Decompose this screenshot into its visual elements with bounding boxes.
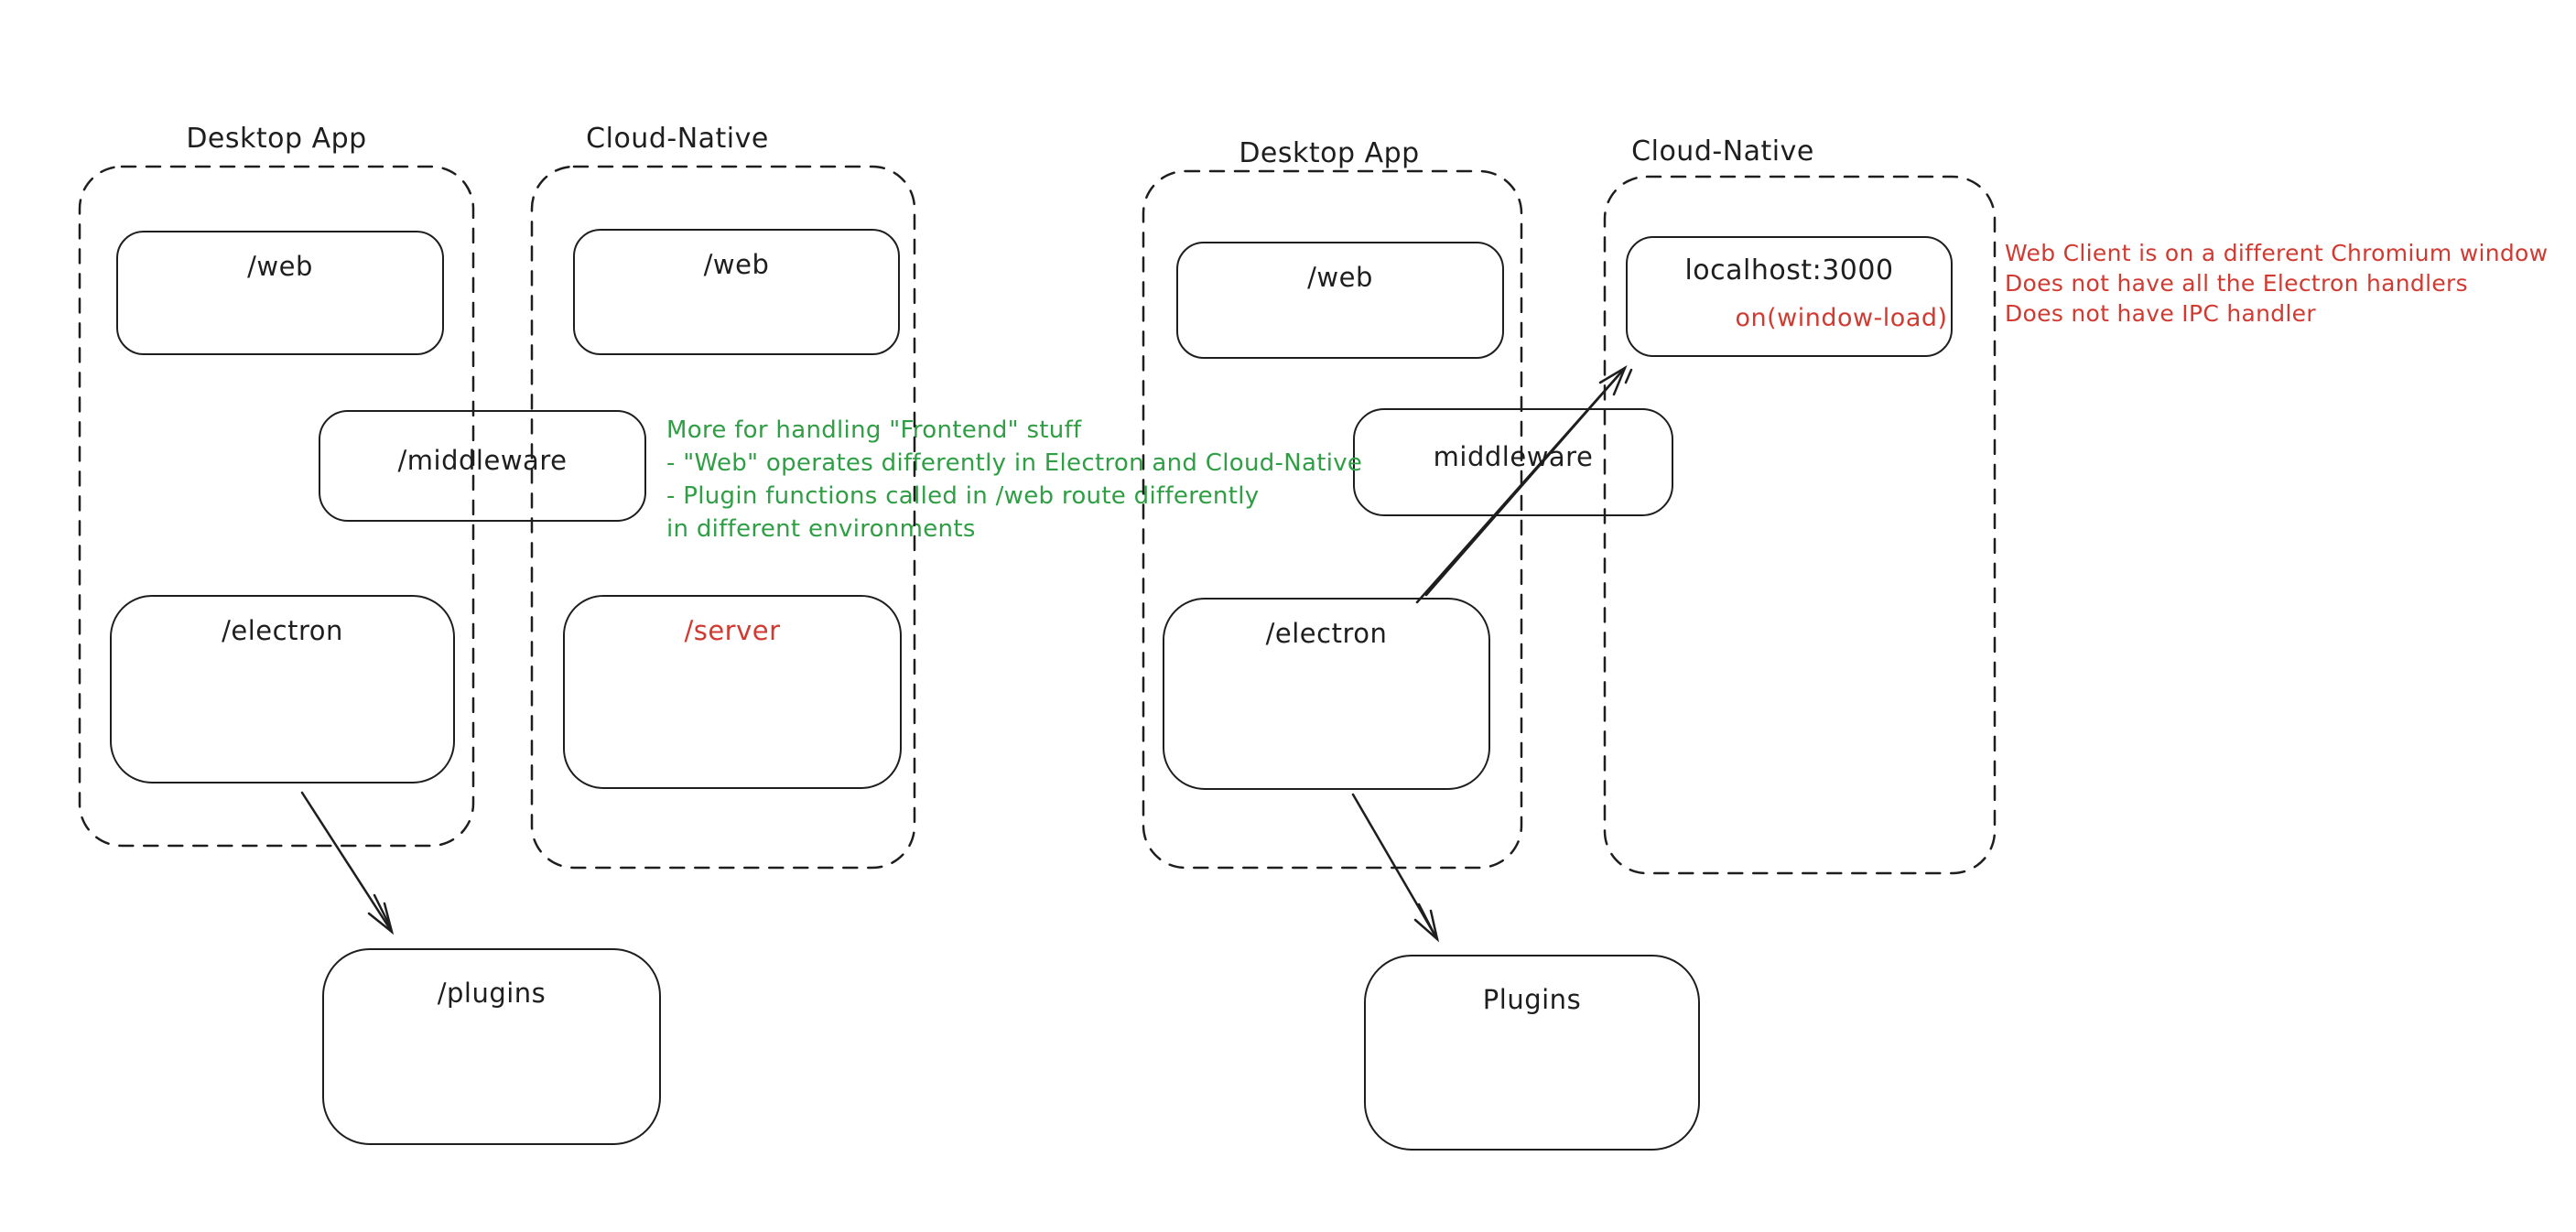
right-electron-box[interactable]: /electron	[1163, 598, 1490, 790]
red-annotation-line: Does not have all the Electron handlers	[2005, 270, 2468, 297]
left-middleware-box[interactable]: /middleware	[319, 410, 646, 522]
green-annotation-line: in different environments	[666, 515, 976, 543]
left-cloud-native-label[interactable]: Cloud-Native	[586, 123, 769, 155]
right-plugins-box[interactable]: Plugins	[1364, 955, 1700, 1151]
left-desktop-web-box[interactable]: /web	[116, 231, 444, 355]
left-electron-label: /electron	[222, 615, 343, 646]
left-desktop-app-label[interactable]: Desktop App	[186, 123, 367, 155]
right-electron-label: /electron	[1265, 618, 1388, 649]
red-annotation-line: Web Client is on a different Chromium wi…	[2005, 240, 2549, 266]
right-localhost-label: localhost:3000	[1684, 254, 1894, 286]
green-annotation[interactable]: More for handling "Frontend" stuff - "We…	[666, 414, 1362, 546]
right-middleware-box[interactable]: middleware	[1353, 408, 1673, 516]
left-middleware-label: /middleware	[397, 445, 568, 476]
left-plugins-label: /plugins	[437, 978, 547, 1009]
green-annotation-line: More for handling "Frontend" stuff	[666, 416, 1082, 444]
left-server-box[interactable]: /server	[563, 595, 902, 789]
left-electron-box[interactable]: /electron	[110, 595, 455, 784]
right-plugins-label: Plugins	[1482, 984, 1582, 1015]
right-middleware-label: middleware	[1433, 441, 1594, 472]
green-annotation-line: - Plugin functions called in /web route …	[666, 482, 1260, 510]
left-plugins-box[interactable]: /plugins	[322, 948, 661, 1145]
right-desktop-app-label[interactable]: Desktop App	[1239, 137, 1420, 169]
right-localhost-box[interactable]: localhost:3000 on(window-load)	[1626, 236, 1953, 357]
left-cloud-web-label: /web	[703, 249, 770, 280]
green-annotation-line: - "Web" operates differently in Electron…	[666, 449, 1363, 477]
red-annotation[interactable]: Web Client is on a different Chromium wi…	[2005, 238, 2548, 329]
right-desktop-web-label: /web	[1307, 262, 1373, 293]
left-desktop-web-label: /web	[247, 251, 313, 282]
left-server-label: /server	[684, 615, 781, 646]
right-desktop-web-box[interactable]: /web	[1176, 242, 1504, 359]
left-cloud-web-box[interactable]: /web	[573, 229, 900, 355]
right-on-window-load-label: on(window-load)	[1735, 304, 1948, 332]
red-annotation-line: Does not have IPC handler	[2005, 300, 2316, 327]
right-cloud-native-label[interactable]: Cloud-Native	[1631, 135, 1814, 168]
